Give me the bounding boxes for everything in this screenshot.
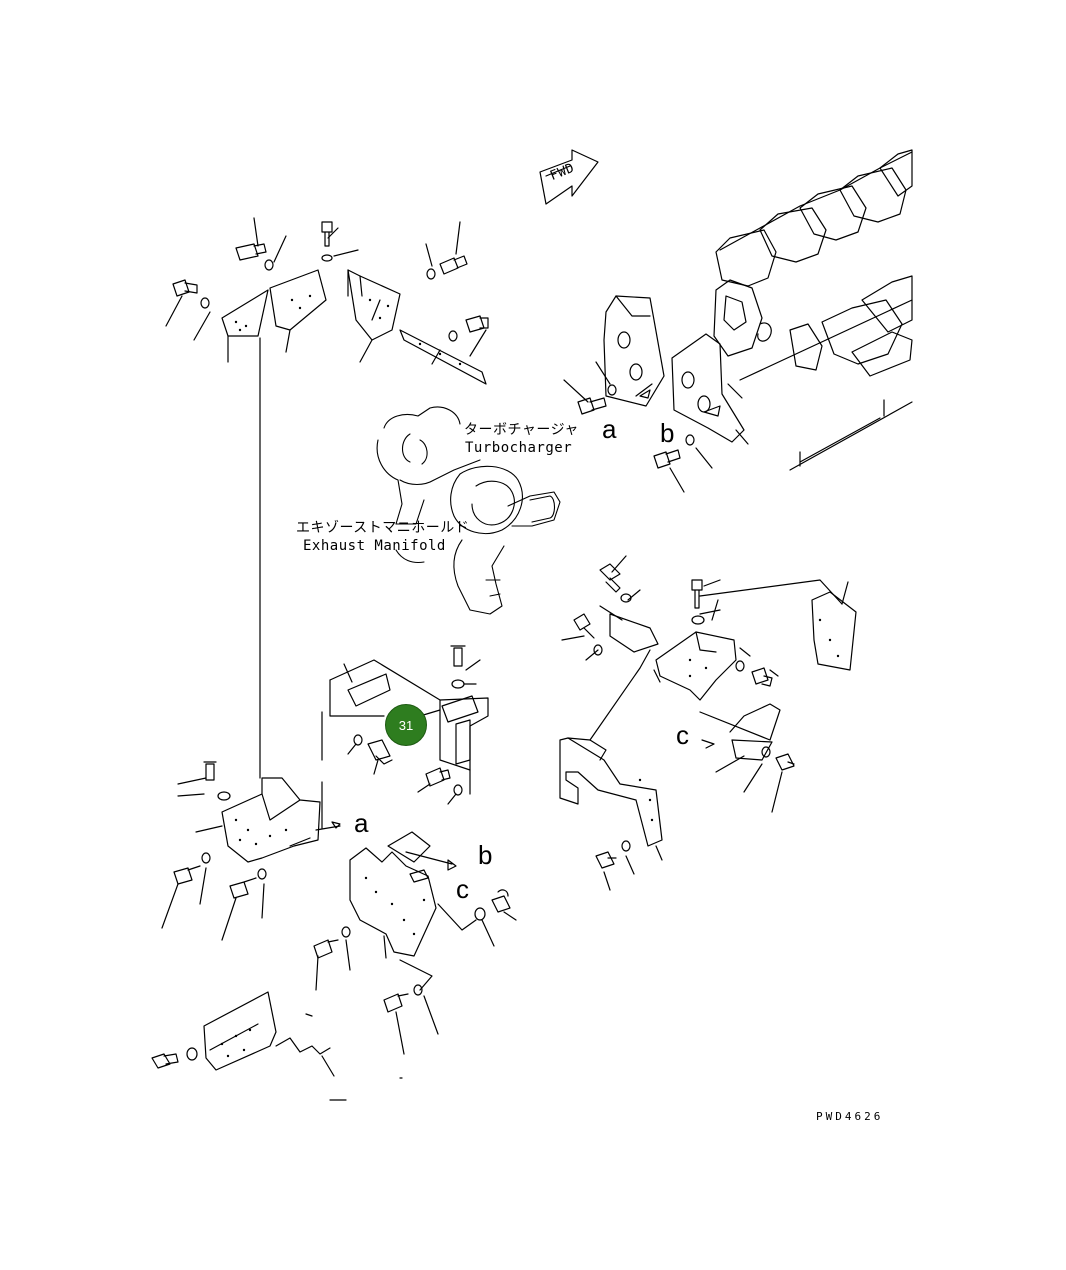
view-letter-c-lower: c	[456, 874, 469, 904]
right-bracket-group	[559, 555, 857, 891]
drawing-code: PWD4626	[816, 1110, 884, 1123]
view-letter-b-lower: b	[478, 840, 493, 870]
turbocharger-label-jp: ターボチャージャ	[464, 422, 579, 438]
view-letter-a-upper: a	[602, 414, 617, 444]
exhaust-manifold-label-jp: エキゾーストマニホールド	[296, 520, 470, 536]
engine-bracket-b	[653, 333, 749, 493]
lower-left-bracket-group	[151, 618, 840, 1101]
view-letter-c-right: c	[676, 720, 689, 750]
exhaust-manifold-label-en: Exhaust Manifold	[303, 538, 446, 554]
upper-left-bracket-group	[165, 217, 489, 385]
engine-block	[713, 149, 913, 471]
view-letter-a-lower: a	[354, 808, 369, 838]
part-callout-31[interactable]: 31	[385, 704, 427, 746]
view-letter-b-upper: b	[660, 418, 675, 448]
fwd-arrow-icon	[539, 149, 599, 205]
engine-bracket-a	[563, 295, 665, 415]
turbocharger-label-en: Turbocharger	[465, 440, 573, 456]
turbocharger-shape	[376, 406, 561, 615]
